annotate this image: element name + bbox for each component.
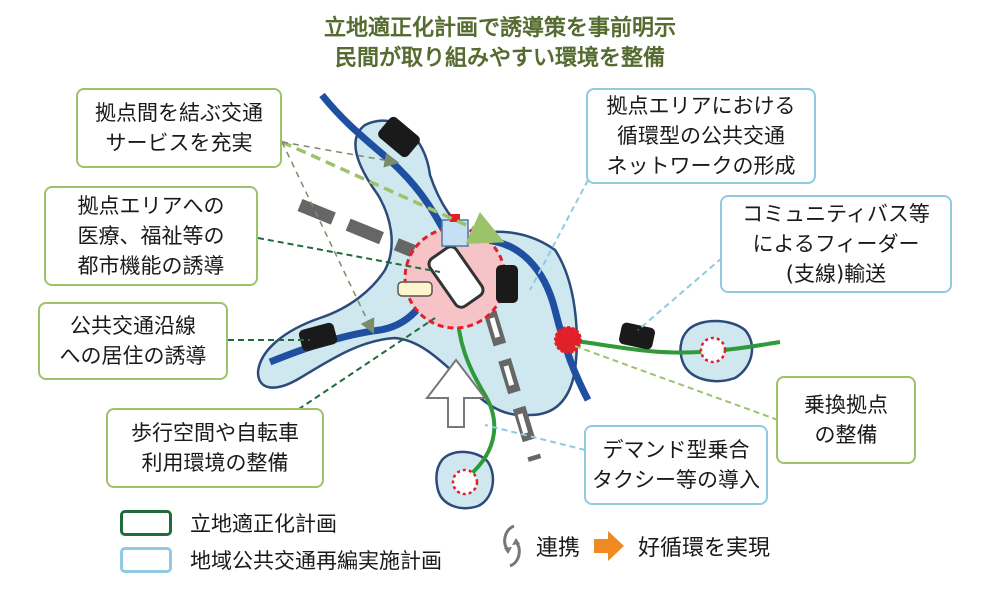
callout-residence: 公共交通沿線 への居住の誘導 bbox=[38, 302, 228, 380]
callout-text: デマンド型乗合 bbox=[602, 438, 750, 462]
flow-right-label: 好循環を実現 bbox=[638, 536, 771, 561]
headline-line-1: 立地適正化計画で誘導策を事前明示 bbox=[323, 16, 676, 41]
callout-text: 利用環境の整備 bbox=[141, 451, 289, 475]
leader-link-services-gray bbox=[281, 141, 375, 335]
callout-medical: 拠点エリアへの 医療、福祉等の 都市機能の誘導 bbox=[44, 186, 258, 286]
callout-demand: デマンド型乗合 タクシー等の導入 bbox=[584, 425, 768, 505]
cycle-arrows-icon bbox=[503, 524, 521, 568]
callout-text: コミュニティバス等 bbox=[742, 202, 930, 226]
legend-swatch-blue bbox=[120, 547, 172, 573]
leader-community-bus bbox=[637, 257, 723, 331]
bus-line-south bbox=[455, 299, 497, 477]
flow-left-label: 連携 bbox=[536, 536, 581, 561]
callout-text: 歩行空間や自転車 bbox=[131, 421, 299, 445]
headline: 立地適正化計画で誘導策を事前明示 民間が取り組みやすい環境を整備 bbox=[270, 14, 730, 74]
callout-text: 都市機能の誘導 bbox=[77, 254, 225, 278]
leader-demand bbox=[484, 424, 586, 451]
callout-text: 循環型の公共交通 bbox=[617, 124, 785, 148]
callout-text: サービスを充実 bbox=[105, 131, 253, 155]
bus-line-east bbox=[567, 338, 781, 355]
leader-medical bbox=[257, 237, 441, 273]
legend-swatch-green bbox=[120, 510, 172, 536]
train-icon bbox=[378, 116, 420, 158]
callout-link-services: 拠点間を結ぶ交通 サービスを充実 bbox=[76, 88, 282, 168]
callout-text: 医療、福祉等の bbox=[77, 224, 225, 248]
callout-walking: 歩行空間や自転車 利用環境の整備 bbox=[106, 408, 324, 488]
train-icon bbox=[298, 322, 338, 352]
satellite-hub-south bbox=[451, 468, 479, 496]
flow-summary: 連携 好循環を実現 bbox=[498, 520, 770, 572]
headline-line-2: 民間が取り組みやすい環境を整備 bbox=[334, 46, 665, 71]
callout-transfer: 乗換拠点 の整備 bbox=[776, 376, 916, 464]
lrt-icon bbox=[427, 245, 485, 309]
callout-text: (支線)輸送 bbox=[785, 262, 887, 286]
legend-item-plan2: 地域公共交通再編実施計画 bbox=[120, 545, 442, 575]
callout-text: 拠点エリアへの bbox=[77, 194, 225, 218]
callout-text: 公共交通沿線 bbox=[70, 314, 196, 338]
callout-text: 拠点間を結ぶ交通 bbox=[95, 101, 263, 125]
callout-text: への居住の誘導 bbox=[59, 344, 207, 368]
legend-label: 立地適正化計画 bbox=[190, 512, 337, 536]
legend-label: 地域公共交通再編実施計画 bbox=[190, 549, 442, 573]
rail-line-east bbox=[479, 236, 592, 402]
legend-item-plan1: 立地適正化計画 bbox=[120, 508, 337, 538]
callout-text: 拠点エリアにおける bbox=[606, 94, 796, 118]
leader-circular bbox=[529, 179, 589, 291]
leader-link-services bbox=[281, 140, 505, 244]
satellite-hub-east bbox=[699, 336, 727, 364]
callout-text: の整備 bbox=[814, 423, 878, 447]
walking-arrow bbox=[424, 358, 488, 428]
callout-text: によるフィーダー bbox=[752, 232, 920, 256]
callout-text: ネットワークの形成 bbox=[606, 154, 796, 178]
leader-walking bbox=[289, 317, 436, 416]
train-icon bbox=[496, 265, 518, 303]
leader-link-services-gray bbox=[281, 141, 400, 168]
callout-circular: 拠点エリアにおける 循環型の公共交通 ネットワークの形成 bbox=[586, 88, 816, 184]
transfer-hub bbox=[554, 326, 582, 354]
bus-icon bbox=[619, 322, 655, 350]
callout-community-bus: コミュニティバス等 によるフィーダー (支線)輸送 bbox=[720, 195, 952, 293]
leader-transfer bbox=[571, 344, 779, 421]
callout-text: 乗換拠点 bbox=[804, 393, 888, 417]
callout-text: タクシー等の導入 bbox=[592, 468, 760, 492]
orange-arrow-icon bbox=[594, 531, 625, 561]
